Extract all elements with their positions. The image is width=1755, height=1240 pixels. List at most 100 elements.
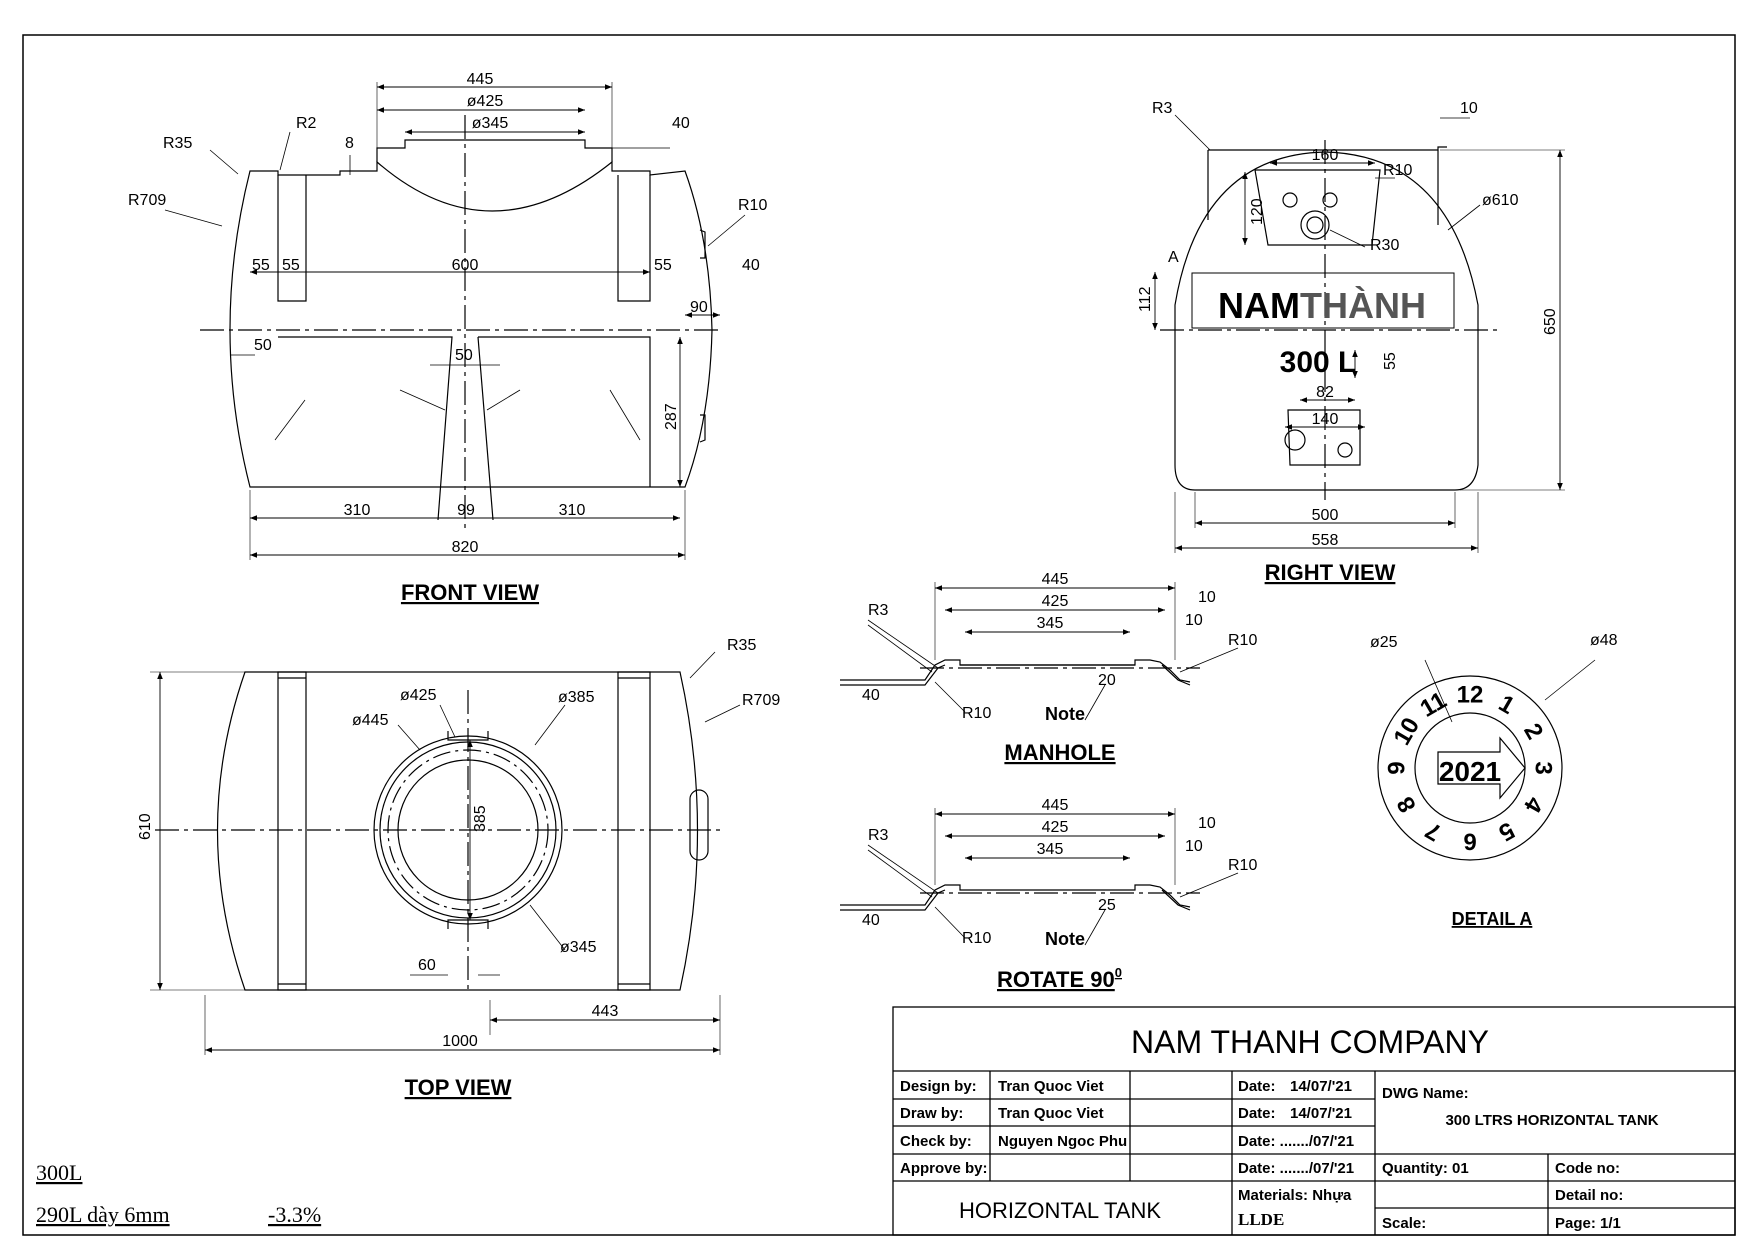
dim-345-top: ø345	[560, 939, 597, 956]
dim-50b: 50	[455, 347, 473, 364]
radius-r10: R10	[738, 197, 767, 214]
design-by-label: Design by:	[900, 1078, 977, 1095]
right-view-title: RIGHT VIEW	[1265, 560, 1396, 585]
detail-year: 2021	[1439, 756, 1501, 787]
dial-month-11: 11	[1416, 687, 1451, 723]
rotate-note: Note	[1045, 929, 1085, 949]
dim-160: 160	[1312, 147, 1339, 164]
manhole-section	[840, 582, 1239, 721]
rotate-radius-r3: R3	[868, 827, 889, 844]
dim-112: 112	[1137, 286, 1154, 312]
radius-r35-top: R35	[727, 637, 756, 654]
dim-99: 99	[457, 502, 475, 519]
rotate-radius-r10b: R10	[962, 930, 991, 947]
manhole-note: Note	[1045, 704, 1085, 724]
dial-month-6: 6	[1463, 828, 1476, 855]
rotate-radius-r10a: R10	[1228, 857, 1257, 874]
capacity-notes: 300L 290L dày 6mm -3.3%	[36, 1160, 321, 1227]
capacity-label: 300 L	[1280, 346, 1357, 379]
radius-r709-top: R709	[742, 692, 780, 709]
dial-month-12: 12	[1457, 682, 1484, 709]
radius-r10: R10	[1383, 162, 1412, 179]
dim-345: ø345	[472, 115, 509, 132]
dim-385-vertical: 385	[472, 805, 489, 832]
rotate-dim-25: 25	[1098, 897, 1116, 914]
manhole-title: MANHOLE	[1004, 740, 1115, 765]
manhole-dim-345: 345	[1037, 615, 1064, 632]
dim-610-top: 610	[137, 813, 154, 840]
dim-310a: 310	[344, 502, 371, 519]
dim-90: 90	[690, 299, 708, 316]
manhole-dim-10b: 10	[1185, 612, 1203, 629]
sheet-border	[22, 34, 1736, 1236]
check-by-name: Nguyen Ngoc Phu	[998, 1133, 1127, 1150]
date1-label: Date:	[1238, 1078, 1276, 1095]
rotate-title: ROTATE 900	[997, 965, 1122, 992]
detail-title: DETAIL A	[1452, 909, 1533, 929]
dial-month-2: 2	[1518, 719, 1548, 744]
note-percent: -3.3%	[268, 1202, 321, 1227]
dim-500: 500	[1312, 507, 1339, 524]
rotate-section	[840, 808, 1239, 946]
rotate-dim-40: 40	[862, 912, 880, 929]
dim-40b: 40	[742, 257, 760, 274]
radius-r709: R709	[128, 192, 166, 209]
detail-no: Detail no:	[1555, 1187, 1623, 1204]
date4: Date: ......./07/'21	[1238, 1160, 1354, 1177]
dial-month-4: 4	[1518, 792, 1548, 818]
draw-by-name: Tran Quoc Viet	[998, 1105, 1104, 1122]
radius-r3: R3	[1152, 100, 1173, 117]
code-no: Code no:	[1555, 1160, 1620, 1177]
detail-a	[1377, 659, 1596, 861]
dim-82: 82	[1316, 384, 1334, 401]
dim-443: 443	[592, 1003, 619, 1020]
dim-425-top: ø425	[400, 687, 437, 704]
dial-month-3: 3	[1530, 761, 1557, 774]
dial-month-1: 1	[1494, 690, 1519, 720]
top-view-labels: R35 R709 ø425 ø385 ø445 385 ø345 60 443 …	[137, 637, 780, 1100]
manhole-labels: 445 425 345 10 10 R3 R10 R10 40 20 Note …	[862, 571, 1257, 765]
dim-310b: 310	[559, 502, 586, 519]
dim-610: ø610	[1482, 192, 1519, 209]
detail-marker-a: A	[1168, 249, 1179, 266]
dim-55c: 55	[654, 257, 672, 274]
dim-8: 8	[345, 135, 354, 152]
front-view-labels: 445 ø425 ø345 40 8 R2 R35 R709 R10 40 55…	[128, 71, 767, 605]
dial-month-7: 7	[1421, 816, 1446, 846]
company-name: NAM THANH COMPANY	[1131, 1024, 1489, 1060]
front-view	[164, 82, 746, 560]
manhole-radius-r10a: R10	[1228, 632, 1257, 649]
right-view-labels: R3 10 160 R10 ø610 120 R30 112 650 A NAM…	[1137, 100, 1559, 585]
rotate-dim-425: 425	[1042, 819, 1069, 836]
dim-40: 40	[672, 115, 690, 132]
dim-55b: 55	[282, 257, 300, 274]
manhole-dim-445: 445	[1042, 571, 1069, 588]
dim-445: 445	[467, 71, 494, 88]
dial-month-5: 5	[1494, 816, 1519, 846]
quantity: Quantity: 01	[1382, 1160, 1469, 1177]
brand-logo-text: NAMTHÀNH	[1218, 285, 1426, 326]
dial-month-10: 10	[1388, 713, 1425, 750]
dim-425: ø425	[467, 93, 504, 110]
page-number: Page: 1/1	[1555, 1215, 1621, 1232]
materials-line2: LLDE	[1238, 1210, 1284, 1229]
date1-value: 14/07/'21	[1290, 1078, 1352, 1095]
detail-dim-48: ø48	[1590, 632, 1618, 649]
dim-10: 10	[1460, 100, 1478, 117]
dim-60: 60	[418, 957, 436, 974]
note-capacity: 300L	[36, 1160, 82, 1185]
dwg-name-label: DWG Name:	[1382, 1085, 1469, 1102]
materials-line1: Materials: Nhựa	[1238, 1187, 1352, 1204]
right-view	[1152, 114, 1565, 553]
date2-label: Date:	[1238, 1105, 1276, 1122]
radius-r2: R2	[296, 115, 317, 132]
scale: Scale:	[1382, 1215, 1426, 1232]
dim-558: 558	[1312, 532, 1339, 549]
design-by-name: Tran Quoc Viet	[998, 1078, 1104, 1095]
note-thickness: 290L dày 6mm	[36, 1202, 170, 1227]
rotate-dim-10b: 10	[1185, 838, 1203, 855]
dial-month-8: 8	[1392, 792, 1422, 817]
product-name: HORIZONTAL TANK	[959, 1198, 1161, 1223]
dim-120: 120	[1249, 198, 1266, 225]
